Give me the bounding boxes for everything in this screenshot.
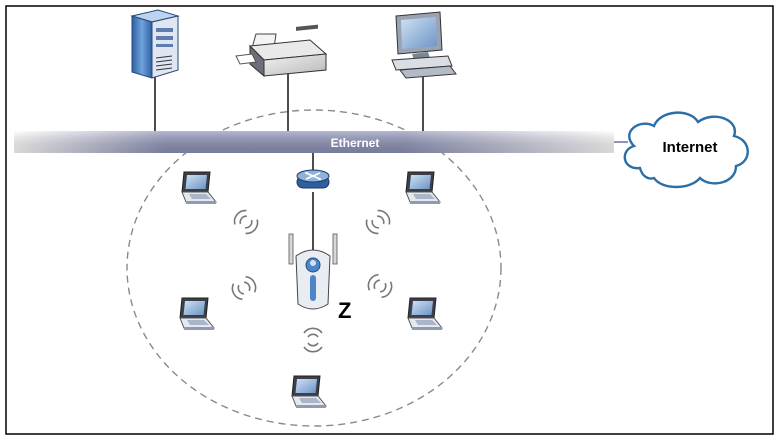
router-icon: [296, 169, 330, 189]
ethernet-backbone: [14, 131, 614, 153]
server-icon: [130, 9, 180, 79]
internet-label: Internet: [662, 139, 717, 156]
wireless-access-point-icon: [288, 233, 338, 310]
desktop-computer-icon: [391, 11, 457, 79]
ethernet-label: Ethernet: [331, 136, 380, 150]
cloud-icon: [623, 111, 749, 189]
printer-icon: [235, 24, 328, 78]
wireless-coverage-area: [126, 109, 502, 427]
access-point-id-label: Z: [338, 298, 351, 323]
